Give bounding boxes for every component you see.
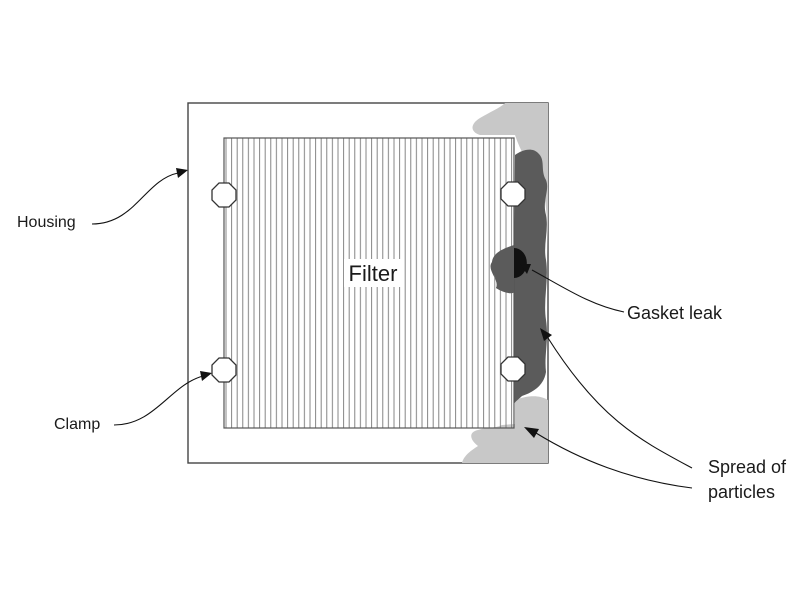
spread-arrowhead-lower <box>524 427 539 438</box>
filter-label: Filter <box>349 261 398 286</box>
gasket-leak-label: Gasket leak <box>627 303 723 323</box>
housing-leader-line <box>91 172 179 225</box>
spread-leader-line-lower <box>535 432 693 489</box>
spread-dark-region <box>490 149 548 405</box>
spread-label-line1: Spread of <box>708 457 787 477</box>
clamp-label: Clamp <box>54 416 100 433</box>
clamp-top-left <box>211 182 237 208</box>
clamp-arrowhead <box>200 371 212 381</box>
clamp-bottom-left <box>211 357 237 383</box>
spread-arrowhead-upper <box>540 328 552 341</box>
spread-leader-line-upper <box>547 337 693 469</box>
clamp-bottom-right <box>500 356 526 382</box>
clamp-leader-line <box>113 375 204 426</box>
spread-label-line2: particles <box>708 482 775 502</box>
filter-label-bg <box>344 259 402 287</box>
clamp-top-right <box>500 181 526 207</box>
leak-spill-over-filter <box>491 245 514 294</box>
housing-arrowhead <box>176 168 188 178</box>
gasket-leak-marker <box>514 248 527 278</box>
gasket-leak-arrowhead <box>520 264 531 274</box>
housing-label: Housing <box>17 214 76 231</box>
spread-light-region <box>462 103 548 463</box>
gasket-leak-leader-line <box>531 269 625 313</box>
